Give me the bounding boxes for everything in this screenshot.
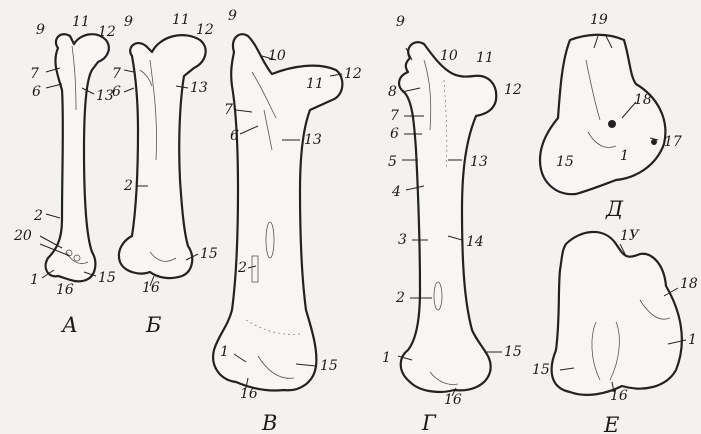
figure-letter-d: Д bbox=[605, 197, 624, 221]
label-v-6: 6 bbox=[230, 128, 239, 144]
figure-letter-e: Е bbox=[603, 413, 619, 434]
label-b-13: 13 bbox=[190, 80, 208, 96]
label-v-12: 12 bbox=[344, 66, 362, 82]
label-d-15: 15 bbox=[556, 154, 574, 170]
label-a-9: 9 bbox=[36, 22, 45, 38]
label-e-18: 18 bbox=[680, 276, 698, 292]
label-b-9: 9 bbox=[124, 14, 133, 30]
label-e-19: 1У bbox=[620, 228, 640, 244]
label-e-16: 16 bbox=[610, 388, 628, 404]
label-g-10: 10 bbox=[440, 48, 458, 64]
label-g-11: 11 bbox=[476, 50, 494, 66]
label-g-12: 12 bbox=[504, 82, 522, 98]
label-e-15: 15 bbox=[532, 362, 550, 378]
label-g-16: 16 bbox=[444, 392, 462, 408]
label-a-6: 6 bbox=[32, 84, 41, 100]
figure-letter-v: В bbox=[261, 411, 277, 434]
label-g-5: 5 bbox=[388, 154, 397, 170]
label-g-13: 13 bbox=[470, 154, 488, 170]
label-v-7: 7 bbox=[224, 102, 233, 118]
label-v-13: 13 bbox=[304, 132, 322, 148]
label-d-1: 1 bbox=[620, 148, 629, 164]
label-v-10: 10 bbox=[268, 48, 286, 64]
label-e-1: 1 bbox=[688, 332, 697, 348]
label-g-2: 2 bbox=[395, 290, 405, 306]
label-g-7: 7 bbox=[390, 108, 399, 124]
label-v-16: 16 bbox=[240, 386, 258, 402]
label-b-6: 6 bbox=[112, 84, 121, 100]
label-b-2: 2 bbox=[123, 178, 133, 194]
label-a-12: 12 bbox=[98, 24, 116, 40]
label-v-11: 11 bbox=[306, 76, 324, 92]
label-g-14: 14 bbox=[466, 234, 484, 250]
label-v-15: 15 bbox=[320, 358, 338, 374]
figure-letter-b: Б bbox=[145, 313, 161, 337]
label-b-16: 16 bbox=[142, 280, 160, 296]
label-b-11: 11 bbox=[172, 12, 190, 28]
figure-letter-a: А bbox=[60, 313, 78, 337]
label-b-7: 7 bbox=[112, 66, 121, 82]
label-g-9: 9 bbox=[396, 14, 405, 30]
figure-letter-g: Г bbox=[421, 411, 437, 434]
label-a-2: 2 bbox=[33, 208, 43, 224]
label-g-8: 8 bbox=[388, 84, 397, 100]
label-d-17: 17 bbox=[664, 134, 682, 150]
label-a-7: 7 bbox=[30, 66, 39, 82]
label-d-18: 18 bbox=[634, 92, 652, 108]
label-g-1: 1 bbox=[382, 350, 391, 366]
label-a-15: 15 bbox=[98, 270, 116, 286]
label-g-6: 6 bbox=[390, 126, 399, 142]
label-v-2: 2 bbox=[237, 260, 247, 276]
label-g-4: 4 bbox=[391, 184, 401, 200]
label-d-19: 19 bbox=[590, 12, 608, 28]
label-a-11: 11 bbox=[72, 14, 90, 30]
label-b-15: 15 bbox=[200, 246, 218, 262]
label-a-1: 1 bbox=[30, 272, 39, 288]
label-a-16: 16 bbox=[56, 282, 74, 298]
label-b-12: 12 bbox=[196, 22, 214, 38]
label-a-20: 20 bbox=[13, 228, 32, 244]
label-g-3: 3 bbox=[398, 232, 407, 248]
label-v-1: 1 bbox=[220, 344, 229, 360]
label-v-9: 9 bbox=[228, 8, 237, 24]
label-g-15: 15 bbox=[504, 344, 522, 360]
